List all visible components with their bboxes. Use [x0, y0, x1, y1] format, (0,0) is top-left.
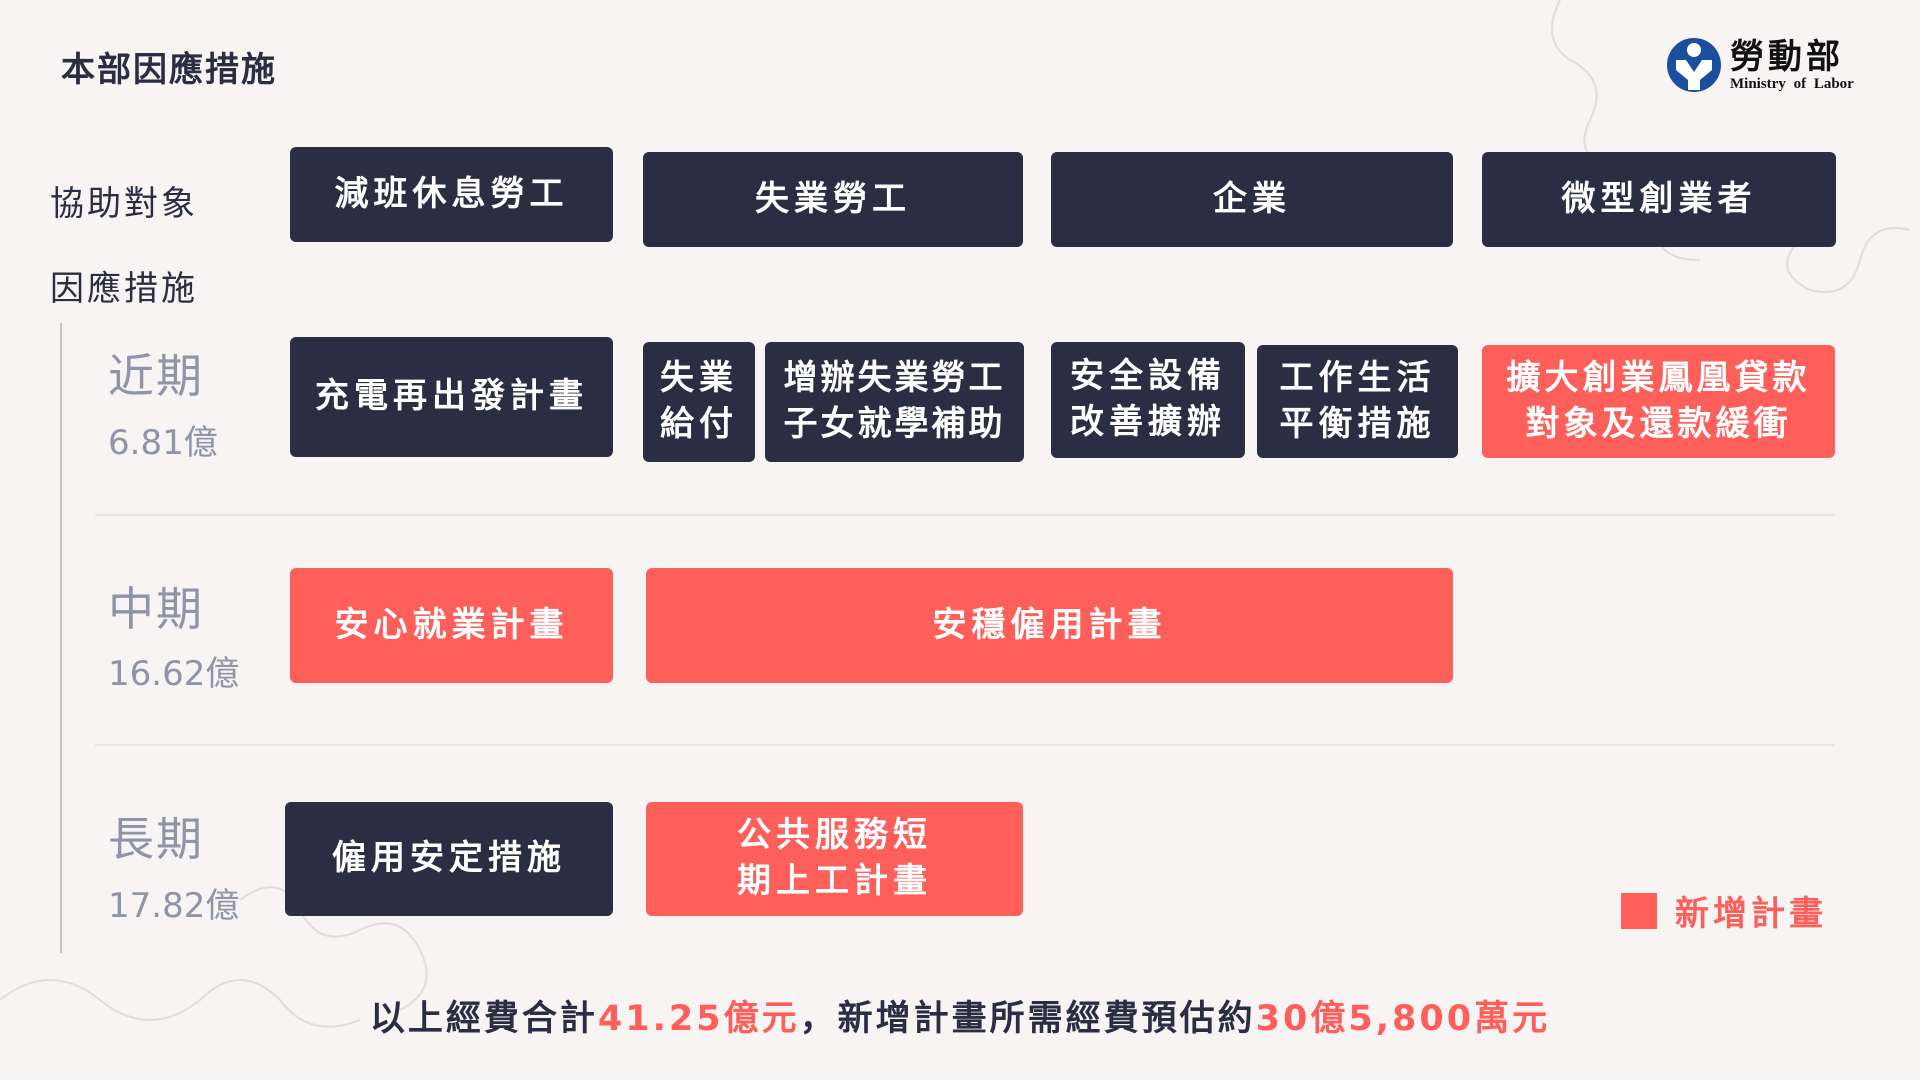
footer-new-cost: 30億5,800萬元: [1255, 999, 1551, 1039]
ministry-logo: 勞動部 Ministry of Labor: [1666, 36, 1854, 94]
measure-phoenix-loan: 擴大創業鳳凰貸款 對象及還款緩衝: [1482, 345, 1835, 458]
target-unemployed-workers: 失業勞工: [643, 152, 1023, 247]
measures-label: 因應措施: [50, 269, 198, 309]
period-short: 近期: [108, 349, 204, 403]
target-enterprises: 企業: [1051, 152, 1453, 247]
timeline-line: [60, 323, 62, 953]
legend-label: 新增計畫: [1675, 894, 1827, 934]
period-short-amount: 6.81億: [108, 423, 218, 463]
measure-recharge: 充電再出發計畫: [290, 337, 613, 457]
footer-summary: 以上經費合計41.25億元，新增計畫所需經費預估約30億5,800萬元: [0, 990, 1920, 1041]
period-mid-amount: 16.62億: [108, 654, 240, 694]
logo-subtitle: Ministry of Labor: [1730, 75, 1854, 92]
target-micro-entrepreneurs: 微型創業者: [1482, 152, 1836, 247]
divider: [95, 514, 1835, 516]
ministry-emblem-icon: [1667, 38, 1721, 92]
target-reduced-hours-workers: 減班休息勞工: [290, 147, 613, 242]
divider: [95, 744, 1835, 746]
measure-public-service-jobs: 公共服務短 期上工計畫: [646, 802, 1023, 916]
page-title: 本部因應措施: [61, 50, 277, 90]
period-long: 長期: [108, 812, 204, 866]
measure-employment-stability: 僱用安定措施: [285, 802, 613, 916]
legend: 新增計畫: [1621, 886, 1827, 935]
measure-tuition-subsidy: 增辦失業勞工 子女就學補助: [765, 342, 1024, 462]
logo-name: 勞動部: [1730, 36, 1844, 77]
footer-total: 41.25億元: [597, 999, 800, 1039]
legend-swatch-icon: [1621, 892, 1657, 929]
measure-secure-employment: 安心就業計畫: [290, 568, 613, 683]
footer-text-1: 以上經費合計: [369, 999, 598, 1039]
period-mid: 中期: [108, 582, 204, 636]
period-long-amount: 17.82億: [108, 886, 240, 926]
footer-text-2: ，新增計畫所需經費預估約: [799, 999, 1256, 1039]
measure-work-life-balance: 工作生活 平衡措施: [1257, 345, 1458, 458]
measure-safety-equipment: 安全設備 改善擴辦: [1051, 342, 1245, 458]
targets-label: 協助對象: [50, 184, 198, 224]
measure-stable-employment: 安穩僱用計畫: [646, 568, 1453, 683]
measure-unemployment-benefit: 失業 給付: [643, 342, 755, 462]
